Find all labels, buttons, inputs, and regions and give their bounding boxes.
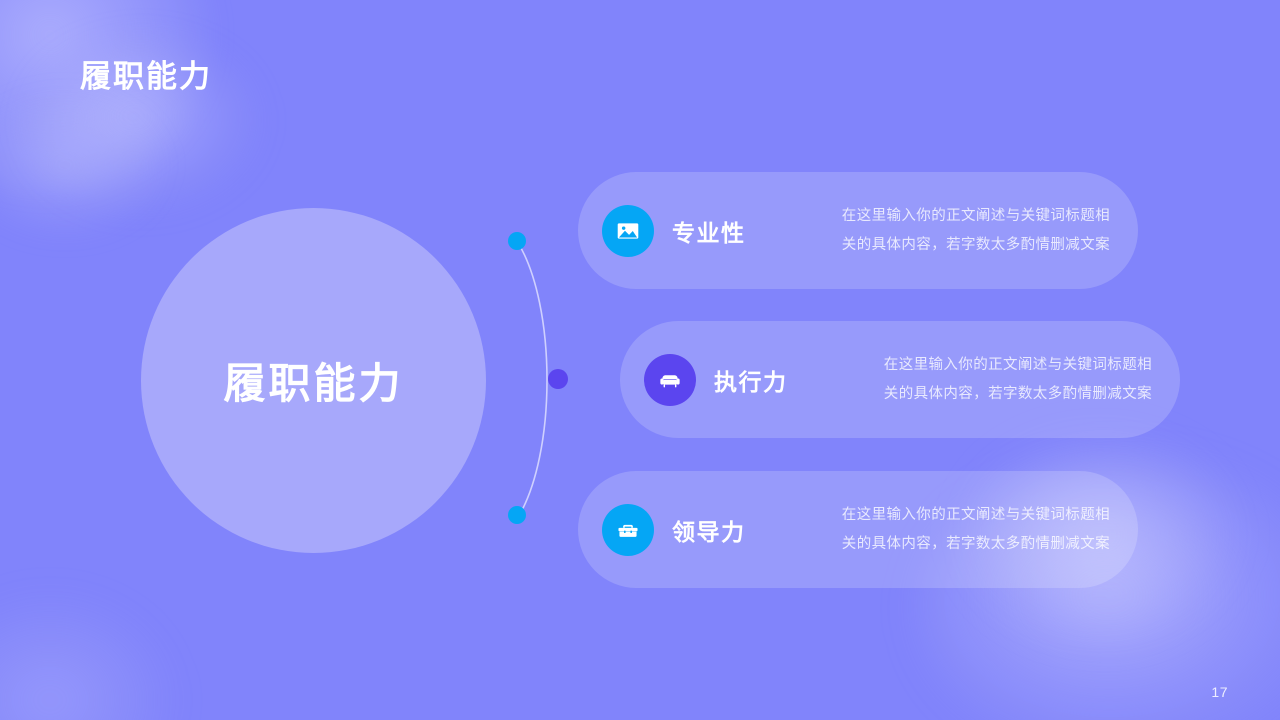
page-title: 履职能力 — [80, 59, 212, 94]
feature-card-body: 在这里输入你的正文阐述与关键词标题相 关的具体内容，若字数太多酌情删减文案 — [788, 351, 1153, 409]
background-glow-top-left — [0, 0, 220, 200]
connector-node-top — [508, 232, 526, 250]
connector-arc-path — [516, 240, 548, 520]
connector-node-middle — [548, 369, 568, 389]
feature-card-body-line-1: 在这里输入你的正文阐述与关键词标题相 — [883, 356, 1152, 373]
connector-arc — [495, 220, 585, 540]
center-circle: 履职能力 — [141, 208, 486, 553]
feature-card-title: 领导力 — [672, 518, 746, 545]
feature-card-body-line-2: 关的具体内容，若字数太多酌情删减文案 — [841, 535, 1110, 552]
feature-card-body-line-1: 在这里输入你的正文阐述与关键词标题相 — [841, 506, 1110, 523]
center-circle-label: 履职能力 — [223, 360, 404, 407]
feature-card-title: 执行力 — [714, 368, 788, 395]
feature-card-body: 在这里输入你的正文阐述与关键词标题相 关的具体内容，若字数太多酌情删减文案 — [746, 202, 1111, 260]
feature-card-body-line-1: 在这里输入你的正文阐述与关键词标题相 — [841, 207, 1110, 224]
feature-card-body: 在这里输入你的正文阐述与关键词标题相 关的具体内容，若字数太多酌情删减文案 — [746, 501, 1111, 559]
feature-card-body-line-2: 关的具体内容，若字数太多酌情删减文案 — [883, 385, 1152, 402]
connector-node-bottom — [508, 506, 526, 524]
armchair-icon — [644, 353, 696, 406]
feature-card[interactable]: 专业性 在这里输入你的正文阐述与关键词标题相 关的具体内容，若字数太多酌情删减文… — [578, 172, 1138, 289]
background-glow-left — [0, 90, 170, 240]
feature-card[interactable]: 领导力 在这里输入你的正文阐述与关键词标题相 关的具体内容，若字数太多酌情删减文… — [578, 471, 1138, 588]
background-glow-bottom-left — [0, 590, 180, 720]
image-icon — [602, 204, 654, 257]
page-number: 17 — [1211, 684, 1228, 700]
toolbox-icon — [602, 503, 654, 556]
feature-card[interactable]: 执行力 在这里输入你的正文阐述与关键词标题相 关的具体内容，若字数太多酌情删减文… — [620, 321, 1180, 438]
feature-card-title: 专业性 — [672, 219, 746, 246]
feature-card-body-line-2: 关的具体内容，若字数太多酌情删减文案 — [841, 236, 1110, 253]
